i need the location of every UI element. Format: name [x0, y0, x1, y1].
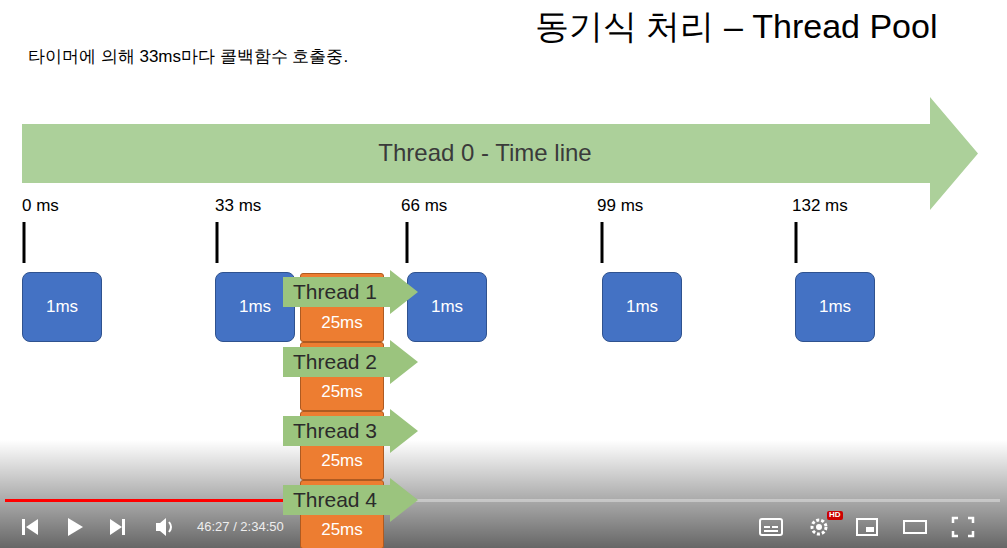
task-label: 1ms — [626, 297, 658, 317]
miniplayer-inset — [866, 527, 874, 532]
task-label: 25ms — [321, 313, 363, 333]
thread-arrow: Thread 3 — [283, 409, 418, 453]
player-time: 46:27 / 2:34:50 — [197, 519, 284, 535]
miniplayer-icon — [857, 519, 877, 535]
progress-track — [5, 499, 1000, 502]
subtitles-line — [772, 526, 778, 528]
time-tick-label: 0 ms — [22, 196, 59, 216]
play-icon — [68, 518, 83, 536]
fullscreen-icon — [953, 518, 973, 536]
tick-mark — [406, 222, 409, 263]
slide-note: 타이머에 의해 33ms마다 콜백함수 호출중. — [28, 47, 348, 67]
subtitles-icon — [760, 519, 782, 535]
task-label: 1ms — [239, 297, 271, 317]
subtitles-line — [764, 530, 778, 532]
thread-arrow-outline — [283, 409, 418, 453]
thread-arrow: Thread 1 — [283, 270, 418, 314]
timeline-band: Thread 0 - Time line — [22, 97, 978, 210]
settings-gear — [812, 520, 826, 534]
thread-arrow-outline — [283, 340, 418, 384]
time-tick-label: 33 ms — [215, 196, 261, 216]
callback-box: 1ms — [407, 272, 487, 342]
timeline-arrow-outline — [22, 97, 978, 210]
task-label: 1ms — [46, 297, 78, 317]
thread-label: Thread 3 — [293, 418, 377, 443]
thread-label: Thread 1 — [293, 279, 377, 304]
thread-arrow: Thread 2 — [283, 340, 418, 384]
callback-box: 1ms — [795, 272, 875, 342]
theater-icon — [904, 521, 926, 533]
tick-mark — [23, 222, 26, 263]
tick-marks — [24, 222, 796, 263]
tick-mark — [216, 222, 219, 263]
thread-arrow-outline — [283, 478, 418, 522]
time-tick-label: 132 ms — [792, 196, 848, 216]
progress-played — [5, 499, 298, 502]
thread-arrow: Thread 4 — [283, 478, 418, 522]
volume-icon — [156, 518, 166, 536]
timeline-label: Thread 0 - Time line — [378, 139, 591, 168]
thread-arrow-outline — [283, 270, 418, 314]
callback-box: 1ms — [602, 272, 682, 342]
subtitles-line — [764, 526, 770, 528]
settings-gear-hub — [816, 524, 822, 530]
prev-icon — [26, 519, 38, 535]
callback-box: 1ms — [22, 272, 102, 342]
task-label: 1ms — [819, 297, 851, 317]
slide-title: 동기식 처리 – Thread Pool — [535, 6, 937, 47]
next-icon — [110, 519, 122, 535]
thread-label: Thread 2 — [293, 349, 377, 374]
player-shade — [0, 440, 1007, 548]
tick-mark — [601, 222, 604, 263]
task-label: 1ms — [431, 297, 463, 317]
thread-label: Thread 4 — [293, 487, 377, 512]
task-label: 25ms — [321, 382, 363, 402]
hd-badge: HD — [827, 511, 843, 520]
player-controls — [22, 518, 973, 536]
time-tick-label: 66 ms — [401, 196, 447, 216]
prev-icon-bar — [22, 519, 25, 535]
time-tick-label: 99 ms — [597, 196, 643, 216]
task-label: 25ms — [321, 451, 363, 471]
next-icon-bar — [122, 519, 125, 535]
task-label: 25ms — [321, 520, 363, 540]
tick-mark — [795, 222, 798, 263]
volume-wave — [169, 522, 171, 532]
